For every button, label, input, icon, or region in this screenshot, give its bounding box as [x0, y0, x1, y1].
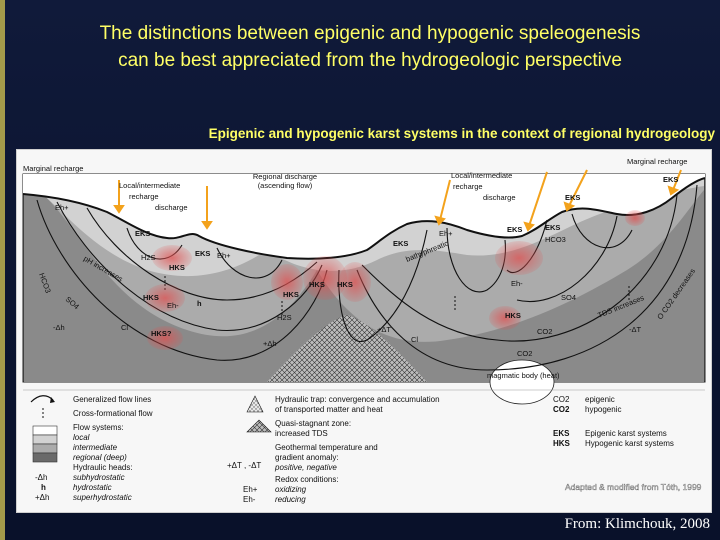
minus-dh-label: -Δh — [53, 323, 65, 332]
co2-label-2: CO2 — [517, 349, 532, 358]
hco3-label-2: HCO3 — [545, 235, 566, 244]
label-local-right-1: Local/intermediate — [451, 171, 512, 180]
legend-column-3: CO2 CO2 epigenic hypogenic EKS HKS Epige… — [553, 395, 702, 492]
h2s-label-1: H2S — [141, 253, 156, 262]
h2s-label-2: H2S — [277, 313, 292, 322]
hydrogeology-figure: Marginal recharge Local/intermediate rec… — [16, 149, 712, 513]
legend-column-1: Generalized flow lines Cross-formational… — [30, 395, 153, 502]
minus-dt-label: -ΔT — [629, 325, 642, 334]
label-regional-discharge-2: (ascending flow) — [258, 181, 313, 190]
legend-hks-text: Hypogenic karst systems — [585, 439, 674, 448]
legend-geo-2: gradient anomaly: — [275, 453, 339, 462]
eks-label-1: EKS — [135, 229, 150, 238]
magmatic-label: magmatic body (heat) — [487, 371, 560, 380]
slide-title: The distinctions between epigenic and hy… — [20, 20, 720, 74]
legend-eks-text: Epigenic karst systems — [585, 429, 667, 438]
sky-area — [23, 174, 705, 259]
cl-label-1: Cl — [121, 323, 128, 332]
legend-oxidizing: oxidizing — [275, 485, 307, 494]
legend-intermediate: intermediate — [73, 443, 118, 452]
legend-cross-flow: Cross-formational flow — [73, 409, 153, 418]
legend-trap-1: Hydraulic trap: convergence and accumula… — [275, 395, 440, 404]
legend-eks-sym: EKS — [553, 429, 570, 438]
legend-local: local — [73, 433, 90, 442]
legend-sym-plus: +Δh — [35, 493, 49, 502]
legend-regional: regional (deep) — [73, 453, 127, 462]
title-line-2: can be best appreciated from the hydroge… — [118, 50, 622, 71]
legend-flow-systems: Flow systems: — [73, 423, 124, 432]
eh-minus-label-2: Eh- — [511, 279, 523, 288]
plus-dh-label: +Δh — [263, 339, 277, 348]
watermark-text: Adapted & modified from Tóth, 1999 — [565, 482, 702, 492]
ground-surface — [22, 177, 706, 260]
hks-label-4: HKS — [283, 290, 299, 299]
hks-label-5: HKS — [309, 280, 325, 289]
legend-hydro: hydrostatic — [73, 483, 112, 492]
label-local-left-3: discharge — [155, 203, 188, 212]
legend-eh-plus: Eh+ — [243, 485, 258, 494]
legend-flow-lines: Generalized flow lines — [73, 395, 151, 404]
legend-co2-sym-1: CO2 — [553, 395, 570, 404]
eks-label-2: EKS — [195, 249, 210, 258]
slide-accent-bar — [0, 0, 5, 540]
cross-section-diagram: Marginal recharge Local/intermediate rec… — [22, 157, 706, 504]
label-marginal-recharge-left: Marginal recharge — [23, 164, 83, 173]
legend-hks-sym: HKS — [553, 439, 571, 448]
legend-sym-minus: -Δh — [35, 473, 47, 482]
legend-column-2: Hydraulic trap: convergence and accumula… — [227, 395, 440, 504]
legend-sub: subhydrostatic — [73, 473, 125, 482]
hks-label-1: HKS — [169, 263, 185, 272]
cl-label-2: Cl — [411, 335, 418, 344]
legend-super: superhydrostatic — [73, 493, 132, 502]
eks-label-7: EKS — [663, 175, 678, 184]
legend-sym-h: h — [41, 483, 46, 492]
legend-co2-sym-2: CO2 — [553, 405, 570, 414]
legend-quasi-2: increased TDS — [275, 429, 328, 438]
label-marginal-recharge-right: Marginal recharge — [627, 157, 687, 166]
source-citation: From: Klimchouk, 2008 — [564, 516, 710, 532]
legend-trap-2: of transported matter and heat — [275, 405, 383, 414]
eh-minus-label-1: Eh- — [167, 301, 179, 310]
plus-dt-label: +ΔT — [377, 325, 391, 334]
label-local-left-2: recharge — [129, 192, 159, 201]
cross-flow-arrows — [164, 275, 630, 315]
label-local-right-3: discharge — [483, 193, 516, 202]
eks-label-4: EKS — [507, 225, 522, 234]
legend-co2-hypo: hypogenic — [585, 405, 621, 414]
hks-label-2: HKS — [143, 293, 159, 302]
legend-geo-3: positive, negative — [274, 463, 337, 472]
figure-caption: Epigenic and hypogenic karst systems in … — [208, 126, 715, 141]
legend-co2-epi: epigenic — [585, 395, 615, 404]
legend-eh-minus: Eh- — [243, 495, 256, 504]
eh-plus-label-1: Eh+ — [55, 203, 69, 212]
hks-label-6: HKS — [337, 280, 353, 289]
recharge-arrows — [113, 169, 682, 232]
co2-label-1: CO2 — [537, 327, 552, 336]
hks-label-3: HKS? — [151, 329, 172, 338]
eh-plus-label-2: Eh+ — [217, 251, 231, 260]
label-local-left-1: Local/intermediate — [119, 181, 180, 190]
legend-geo-1: Geothermal temperature and — [275, 443, 378, 452]
eks-label-3: EKS — [393, 239, 408, 248]
eh-plus-label-3: Eh+ — [439, 229, 453, 238]
legend-geo-sym: +ΔT , -ΔT — [227, 461, 261, 470]
legend-redox: Redox conditions: — [275, 475, 339, 484]
legend-reducing: reducing — [275, 495, 306, 504]
quasi-stagnant-zone — [267, 315, 427, 382]
h-label: h — [197, 299, 202, 308]
label-local-right-2: recharge — [453, 182, 483, 191]
legend-quasi-1: Quasi-stagnant zone: — [275, 419, 351, 428]
eks-label-5: EKS — [545, 223, 560, 232]
title-line-1: The distinctions between epigenic and hy… — [99, 23, 641, 44]
eks-label-6: EKS — [565, 193, 580, 202]
label-regional-discharge-1: Regional discharge — [253, 172, 317, 181]
so4-label-2: SO4 — [561, 293, 576, 302]
hks-highlights — [145, 210, 645, 350]
magmatic-body — [489, 359, 555, 405]
hks-label-7: HKS — [505, 311, 521, 320]
legend-heads: Hydraulic heads: — [73, 463, 133, 472]
